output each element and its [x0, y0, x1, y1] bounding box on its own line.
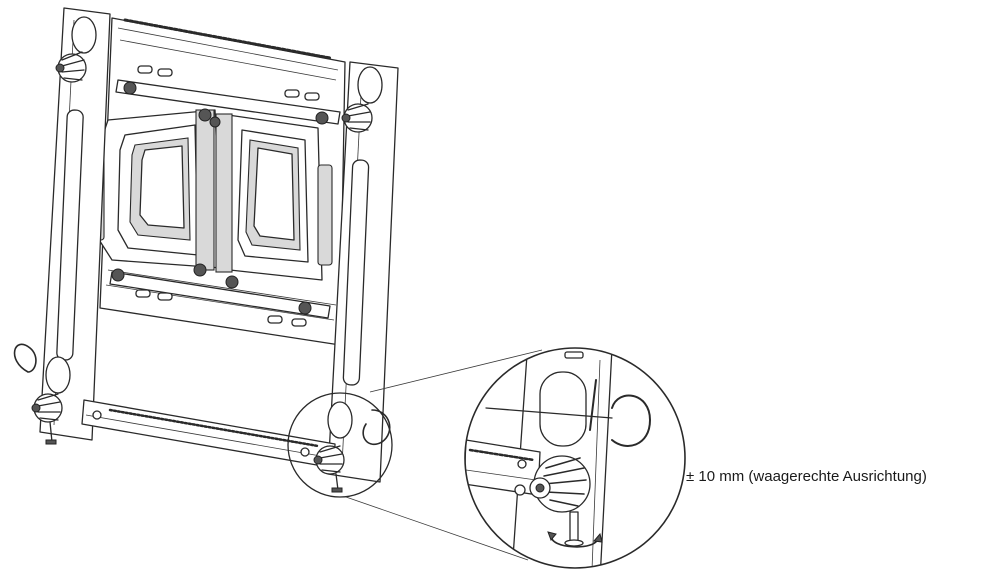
- right-vertical-rail: [327, 61, 399, 483]
- knob-bottom-right: [313, 445, 345, 493]
- knob-top-right: [341, 103, 373, 133]
- bottom-crossbar: [81, 399, 336, 469]
- safety-ring-right: [362, 409, 391, 446]
- detail-source-circle: [287, 392, 393, 498]
- knob-bottom-left: [31, 393, 63, 445]
- left-vertical-rail: [39, 7, 111, 441]
- zoom-connector-lines: [345, 349, 543, 561]
- safety-ring-left: [13, 343, 37, 373]
- adjustment-annotation: ± 10 mm (waagerechte Ausrichtung): [686, 468, 927, 485]
- tilt-arms: [89, 79, 341, 319]
- knob-top-left: [55, 51, 87, 83]
- detail-zoom: [464, 347, 686, 569]
